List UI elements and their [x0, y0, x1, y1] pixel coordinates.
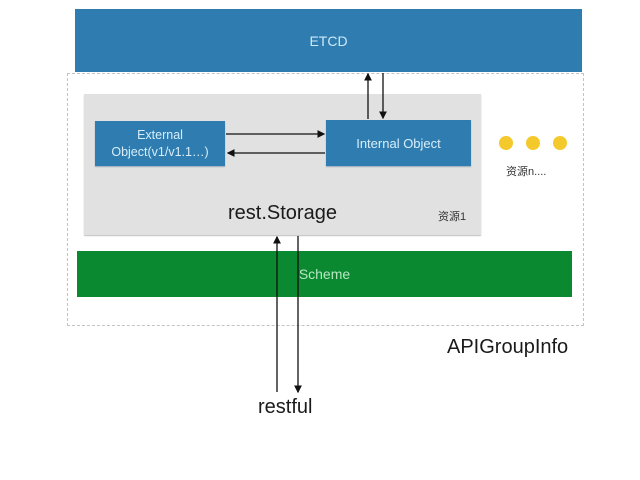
resource-dot-icon [526, 136, 540, 150]
scheme-box: Scheme [77, 251, 572, 297]
scheme-label: Scheme [298, 266, 351, 282]
rest-storage-label: rest.Storage [228, 202, 337, 224]
api-group-info-label: APIGroupInfo [447, 336, 569, 358]
resource-dot-icon [553, 136, 567, 150]
external-object-label-line2: Object(v1/v1.1…) [111, 144, 209, 159]
api-group-info-container [67, 73, 584, 326]
etcd-box: ETCD [75, 9, 582, 72]
resource-n-label: 资源n.... [506, 166, 547, 178]
external-object-box: External Object(v1/v1.1…) [95, 121, 225, 166]
external-object-label-line1: External [137, 127, 183, 142]
etcd-label: ETCD [309, 32, 348, 49]
internal-object-label: Internal Object [356, 135, 441, 151]
resource-dot-icon [499, 136, 513, 150]
restful-label: restful [258, 396, 313, 418]
resource-1-label: 资源1 [438, 211, 467, 223]
internal-object-box: Internal Object [326, 120, 471, 166]
